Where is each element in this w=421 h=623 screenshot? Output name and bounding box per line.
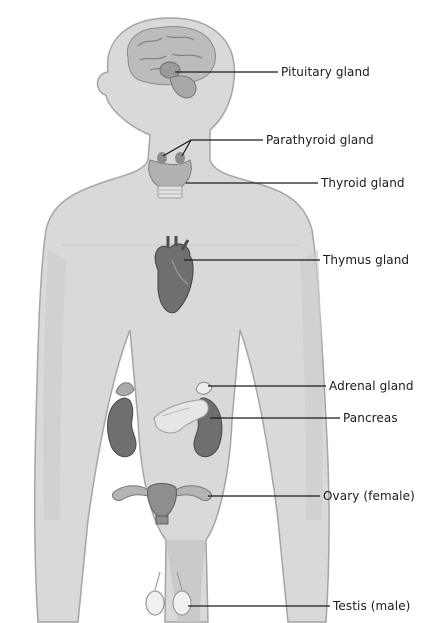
label-thymus-gland: Thymus gland bbox=[323, 253, 409, 267]
body-silhouette bbox=[35, 18, 329, 622]
left-kidney-icon bbox=[108, 383, 136, 457]
label-testis: Testis (male) bbox=[333, 599, 410, 613]
label-parathyroid-gland: Parathyroid gland bbox=[266, 133, 374, 147]
label-thyroid-gland: Thyroid gland bbox=[321, 176, 405, 190]
label-adrenal-gland: Adrenal gland bbox=[329, 379, 414, 393]
label-pancreas: Pancreas bbox=[343, 411, 398, 425]
label-ovary: Ovary (female) bbox=[323, 489, 415, 503]
label-pituitary-gland: Pituitary gland bbox=[281, 65, 370, 79]
